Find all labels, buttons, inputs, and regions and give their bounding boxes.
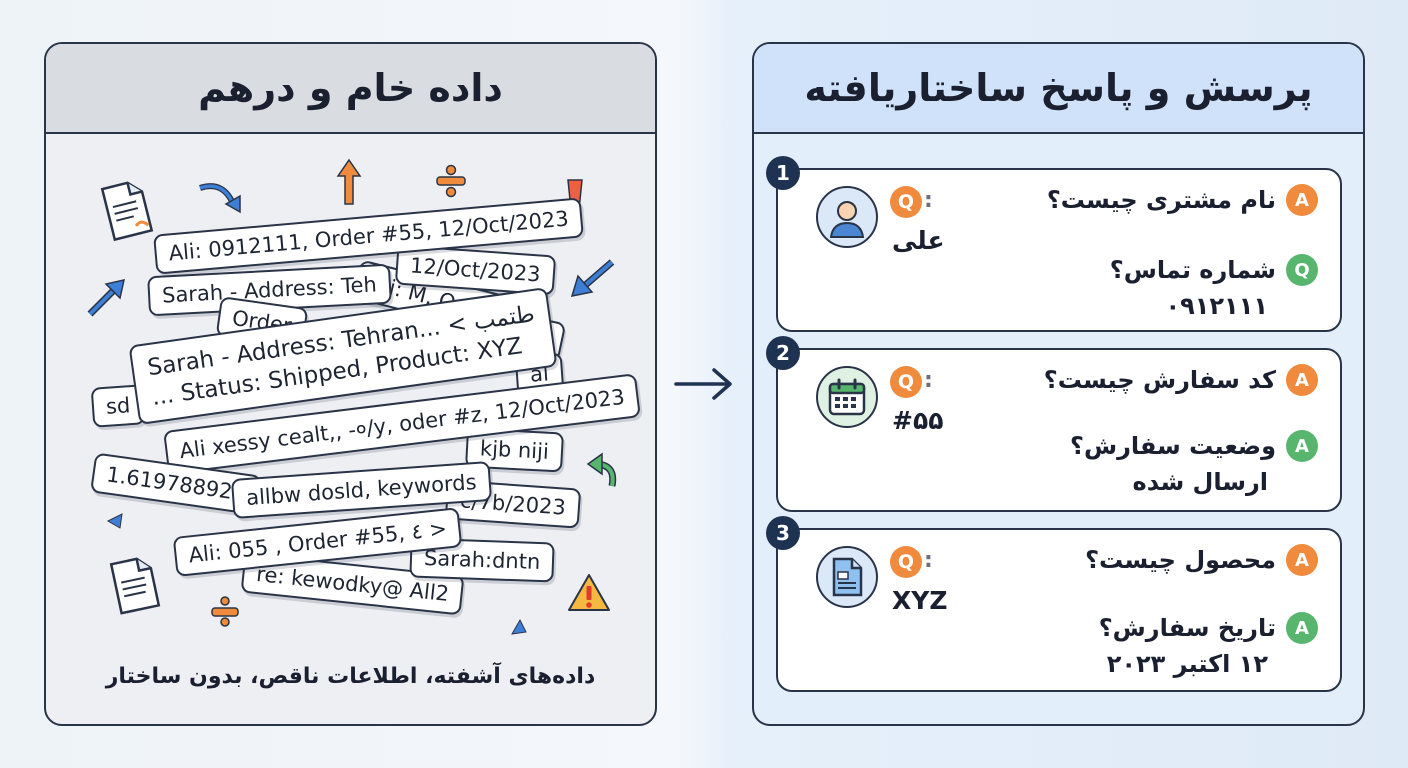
q-colon: : <box>924 188 933 213</box>
question-text: شماره تماس؟ <box>1109 256 1276 284</box>
raw-data-panel: داده خام و درهم <box>44 42 657 726</box>
answer-badge: A <box>1286 430 1318 462</box>
answer-badge: A <box>1286 364 1318 396</box>
raw-data-title: داده خام و درهم <box>46 44 655 134</box>
question-text: تاریخ سفارش؟ <box>1098 614 1276 642</box>
q-colon: : <box>924 368 933 393</box>
qa-line: A نام مشتری چیست؟ <box>1047 184 1318 216</box>
curved-arrow-icon <box>199 183 241 214</box>
calendar-icon <box>816 366 878 428</box>
card-number: 2 <box>766 336 800 370</box>
up-arrow-icon <box>336 158 362 205</box>
diagonal-arrow-icon <box>570 259 615 297</box>
raw-data-caption: داده‌های آشفته، اطلاعات ناقص، بدون ساختا… <box>105 664 596 689</box>
card-number: 1 <box>766 156 800 190</box>
answer-text: ارسال شده <box>1132 468 1268 496</box>
answer-text: ۱۲ اکتبر ۲۰۲۳ <box>1106 650 1268 678</box>
answer-badge: A <box>1286 184 1318 216</box>
qa-line: A وضعیت سفارش؟ <box>1070 430 1318 462</box>
document-icon <box>109 557 161 615</box>
warning-icon <box>568 574 610 611</box>
question-text: محصول چیست؟ <box>1085 546 1276 574</box>
qa-line: Q شماره تماس؟ <box>1110 254 1318 286</box>
short-answer: XYZ <box>892 586 948 615</box>
q-badge: Q <box>890 546 922 578</box>
card-number: 3 <box>766 516 800 550</box>
structured-qa-title: پرسش و پاسخ ساختاریافته <box>754 44 1363 134</box>
question-text: کد سفارش چیست؟ <box>1043 366 1276 394</box>
document-icon <box>816 546 878 608</box>
qa-line: A کد سفارش چیست؟ <box>1044 364 1318 396</box>
short-answer: #۵۵ <box>892 406 944 435</box>
short-answer: علی <box>892 226 945 255</box>
qa-card: 2 Q : #۵۵ A کد سفارش چیست؟ A وضعیت سفارش… <box>766 336 1342 512</box>
right-arrow-icon <box>674 368 732 400</box>
answer-badge: A <box>1286 612 1318 644</box>
q-badge: Q <box>890 186 922 218</box>
triangle-marker-icon <box>511 618 527 635</box>
triangle-marker-icon <box>106 513 123 529</box>
q-colon: : <box>924 548 933 573</box>
refresh-arrow-icon <box>586 452 617 487</box>
divide-icon <box>211 596 239 627</box>
structured-qa-panel: پرسش و پاسخ ساختاریافته 1 Q : علی A نام … <box>752 42 1365 726</box>
document-icon <box>100 181 154 242</box>
diagonal-arrow-icon <box>87 279 125 317</box>
qa-line: A تاریخ سفارش؟ <box>1099 612 1318 644</box>
qa-card: 3 Q : XYZ A محصول چیست؟ A تاریخ سفارش؟ ۱… <box>766 516 1342 692</box>
question-text: وضعیت سفارش؟ <box>1070 432 1276 460</box>
divide-icon <box>436 164 466 198</box>
answer-text: ۰۹۱۲۱۱۱ <box>1165 292 1268 320</box>
qa-card: 1 Q : علی A نام مشتری چیست؟ Q شماره تماس… <box>766 156 1342 332</box>
question-badge: Q <box>1286 254 1318 286</box>
question-text: نام مشتری چیست؟ <box>1046 186 1276 214</box>
user-avatar-icon <box>816 186 878 248</box>
answer-badge: A <box>1286 544 1318 576</box>
q-badge: Q <box>890 366 922 398</box>
qa-line: A محصول چیست؟ <box>1085 544 1318 576</box>
